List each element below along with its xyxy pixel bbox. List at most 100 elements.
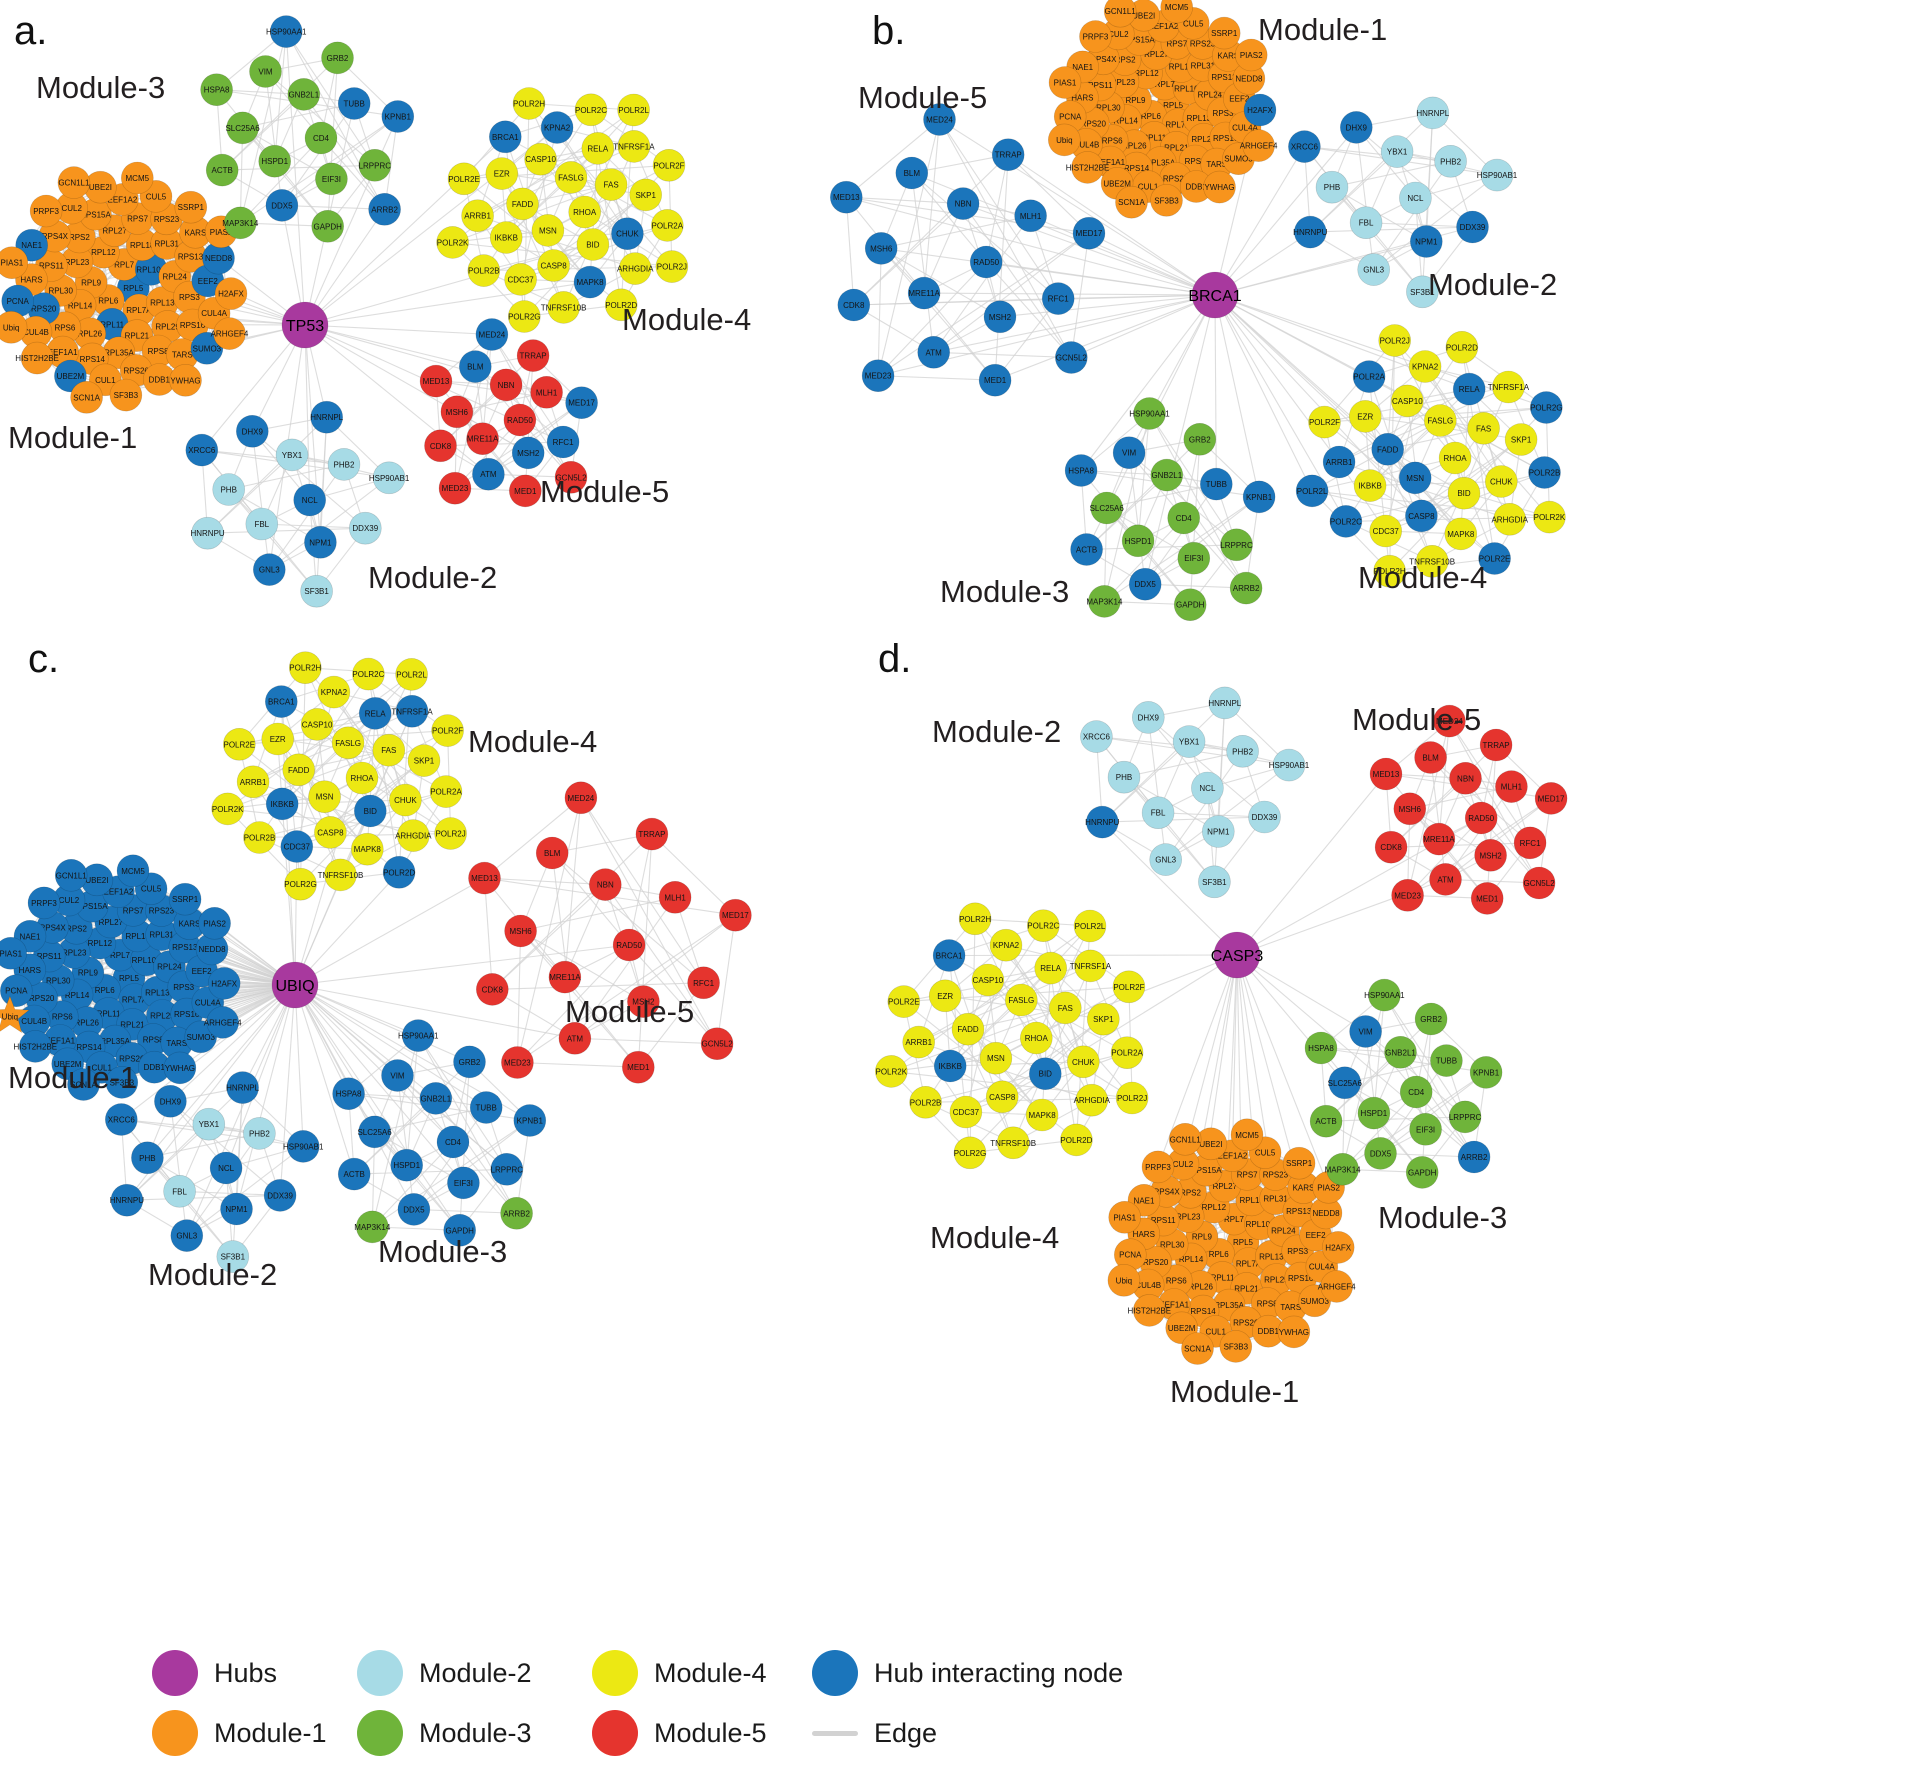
module-node — [1416, 96, 1450, 130]
module-node — [1368, 978, 1401, 1012]
edge — [551, 852, 630, 946]
module-node — [1357, 253, 1390, 286]
edge — [564, 884, 606, 978]
module-label: Module-1 — [8, 420, 137, 455]
edge — [853, 154, 1009, 306]
edge — [556, 127, 628, 235]
edge — [304, 324, 492, 336]
module-node — [1060, 1123, 1093, 1157]
edge — [1214, 146, 1305, 296]
module-label: Module-4 — [930, 1220, 1059, 1255]
edge — [604, 884, 718, 1045]
module-label: Module-3 — [36, 70, 165, 105]
module-node — [216, 1240, 250, 1273]
hub-interacting-node — [923, 103, 956, 136]
edge — [228, 489, 318, 592]
hub-interacting-node — [1349, 1015, 1382, 1048]
module-node — [1438, 441, 1472, 475]
hub-interacting-node — [358, 697, 392, 730]
hub-interacting-node — [1112, 436, 1146, 470]
edge — [435, 1098, 518, 1214]
legend-item-module-5: Module-5 — [592, 1710, 802, 1756]
module-node — [1321, 1231, 1355, 1264]
edge — [1311, 457, 1456, 492]
hub-interacting-node — [206, 1006, 239, 1039]
hub-interacting-node — [293, 483, 327, 517]
edge — [517, 914, 736, 1063]
edge — [1421, 439, 1522, 517]
module-label: Module-4 — [1358, 560, 1487, 595]
edge — [1101, 821, 1238, 956]
edge — [304, 324, 476, 368]
module-node — [317, 675, 351, 709]
module-node — [594, 168, 628, 201]
legend-label: Hub interacting node — [874, 1657, 1124, 1688]
edge — [319, 417, 328, 543]
hub-interacting-node — [1410, 225, 1443, 258]
module-node — [1480, 158, 1514, 192]
legend-item-hubs: Hubs — [152, 1650, 347, 1696]
legend-label: Module-2 — [419, 1657, 532, 1688]
module-label: Module-3 — [378, 1234, 507, 1269]
hub-label: TP53 — [286, 318, 324, 335]
edge — [1012, 965, 1091, 1144]
hub-interacting-node — [353, 794, 387, 828]
hub-interacting-node — [0, 974, 33, 1007]
edge — [1214, 294, 1260, 498]
module-node — [581, 132, 615, 165]
edge — [396, 1075, 415, 1210]
edge — [1147, 717, 1167, 860]
edge — [333, 691, 406, 801]
module-label: Module-2 — [932, 714, 1061, 749]
module-node — [191, 516, 224, 550]
module-node — [1430, 1044, 1463, 1077]
module-node — [1399, 1075, 1433, 1109]
module-node — [588, 868, 622, 901]
hub-interacting-node — [198, 906, 231, 940]
module-node — [1308, 405, 1341, 439]
edge — [354, 1168, 507, 1175]
module-node — [1075, 1083, 1109, 1117]
hub-interacting-node — [226, 1071, 259, 1104]
edge — [1144, 294, 1216, 585]
legend-item-module-2: Module-2 — [357, 1650, 582, 1696]
edge — [294, 713, 376, 986]
edge — [207, 527, 366, 534]
edge — [1440, 406, 1547, 422]
module-node — [1445, 330, 1479, 364]
module-node — [1203, 170, 1236, 204]
edge — [877, 232, 1090, 377]
module-node — [627, 985, 660, 1018]
legend-label: Module-1 — [214, 1717, 327, 1748]
module-node — [953, 1136, 987, 1170]
edge — [1128, 452, 1146, 585]
hub-node — [1191, 271, 1239, 319]
module-node — [658, 880, 692, 914]
module-node — [1449, 761, 1482, 795]
hub-interacting-node — [1055, 341, 1088, 374]
legend-item-edge: Edge — [812, 1710, 1172, 1756]
hub-interacting-node — [1029, 1057, 1062, 1090]
module-node — [1198, 865, 1231, 899]
module-node — [1373, 554, 1406, 588]
edge — [303, 94, 386, 210]
module-node — [212, 473, 245, 506]
legend-label: Hubs — [214, 1657, 278, 1688]
module-node — [1177, 541, 1211, 575]
edge — [294, 984, 461, 1231]
hub-interacting-node — [381, 100, 415, 133]
hub-interacting-node — [546, 425, 580, 459]
edge — [186, 984, 296, 1236]
module-node — [1469, 1056, 1503, 1089]
hub-interacting-node — [332, 1077, 365, 1110]
module-node — [1208, 686, 1242, 720]
module-node — [1349, 400, 1382, 433]
edge — [574, 1037, 718, 1045]
edge — [584, 109, 635, 213]
module-node — [1282, 1146, 1316, 1180]
module-node — [1115, 1081, 1149, 1115]
hub-interacting-node — [337, 1157, 371, 1191]
hub-interacting-node — [27, 886, 61, 920]
module-node — [321, 41, 354, 75]
module-node — [1353, 469, 1387, 502]
